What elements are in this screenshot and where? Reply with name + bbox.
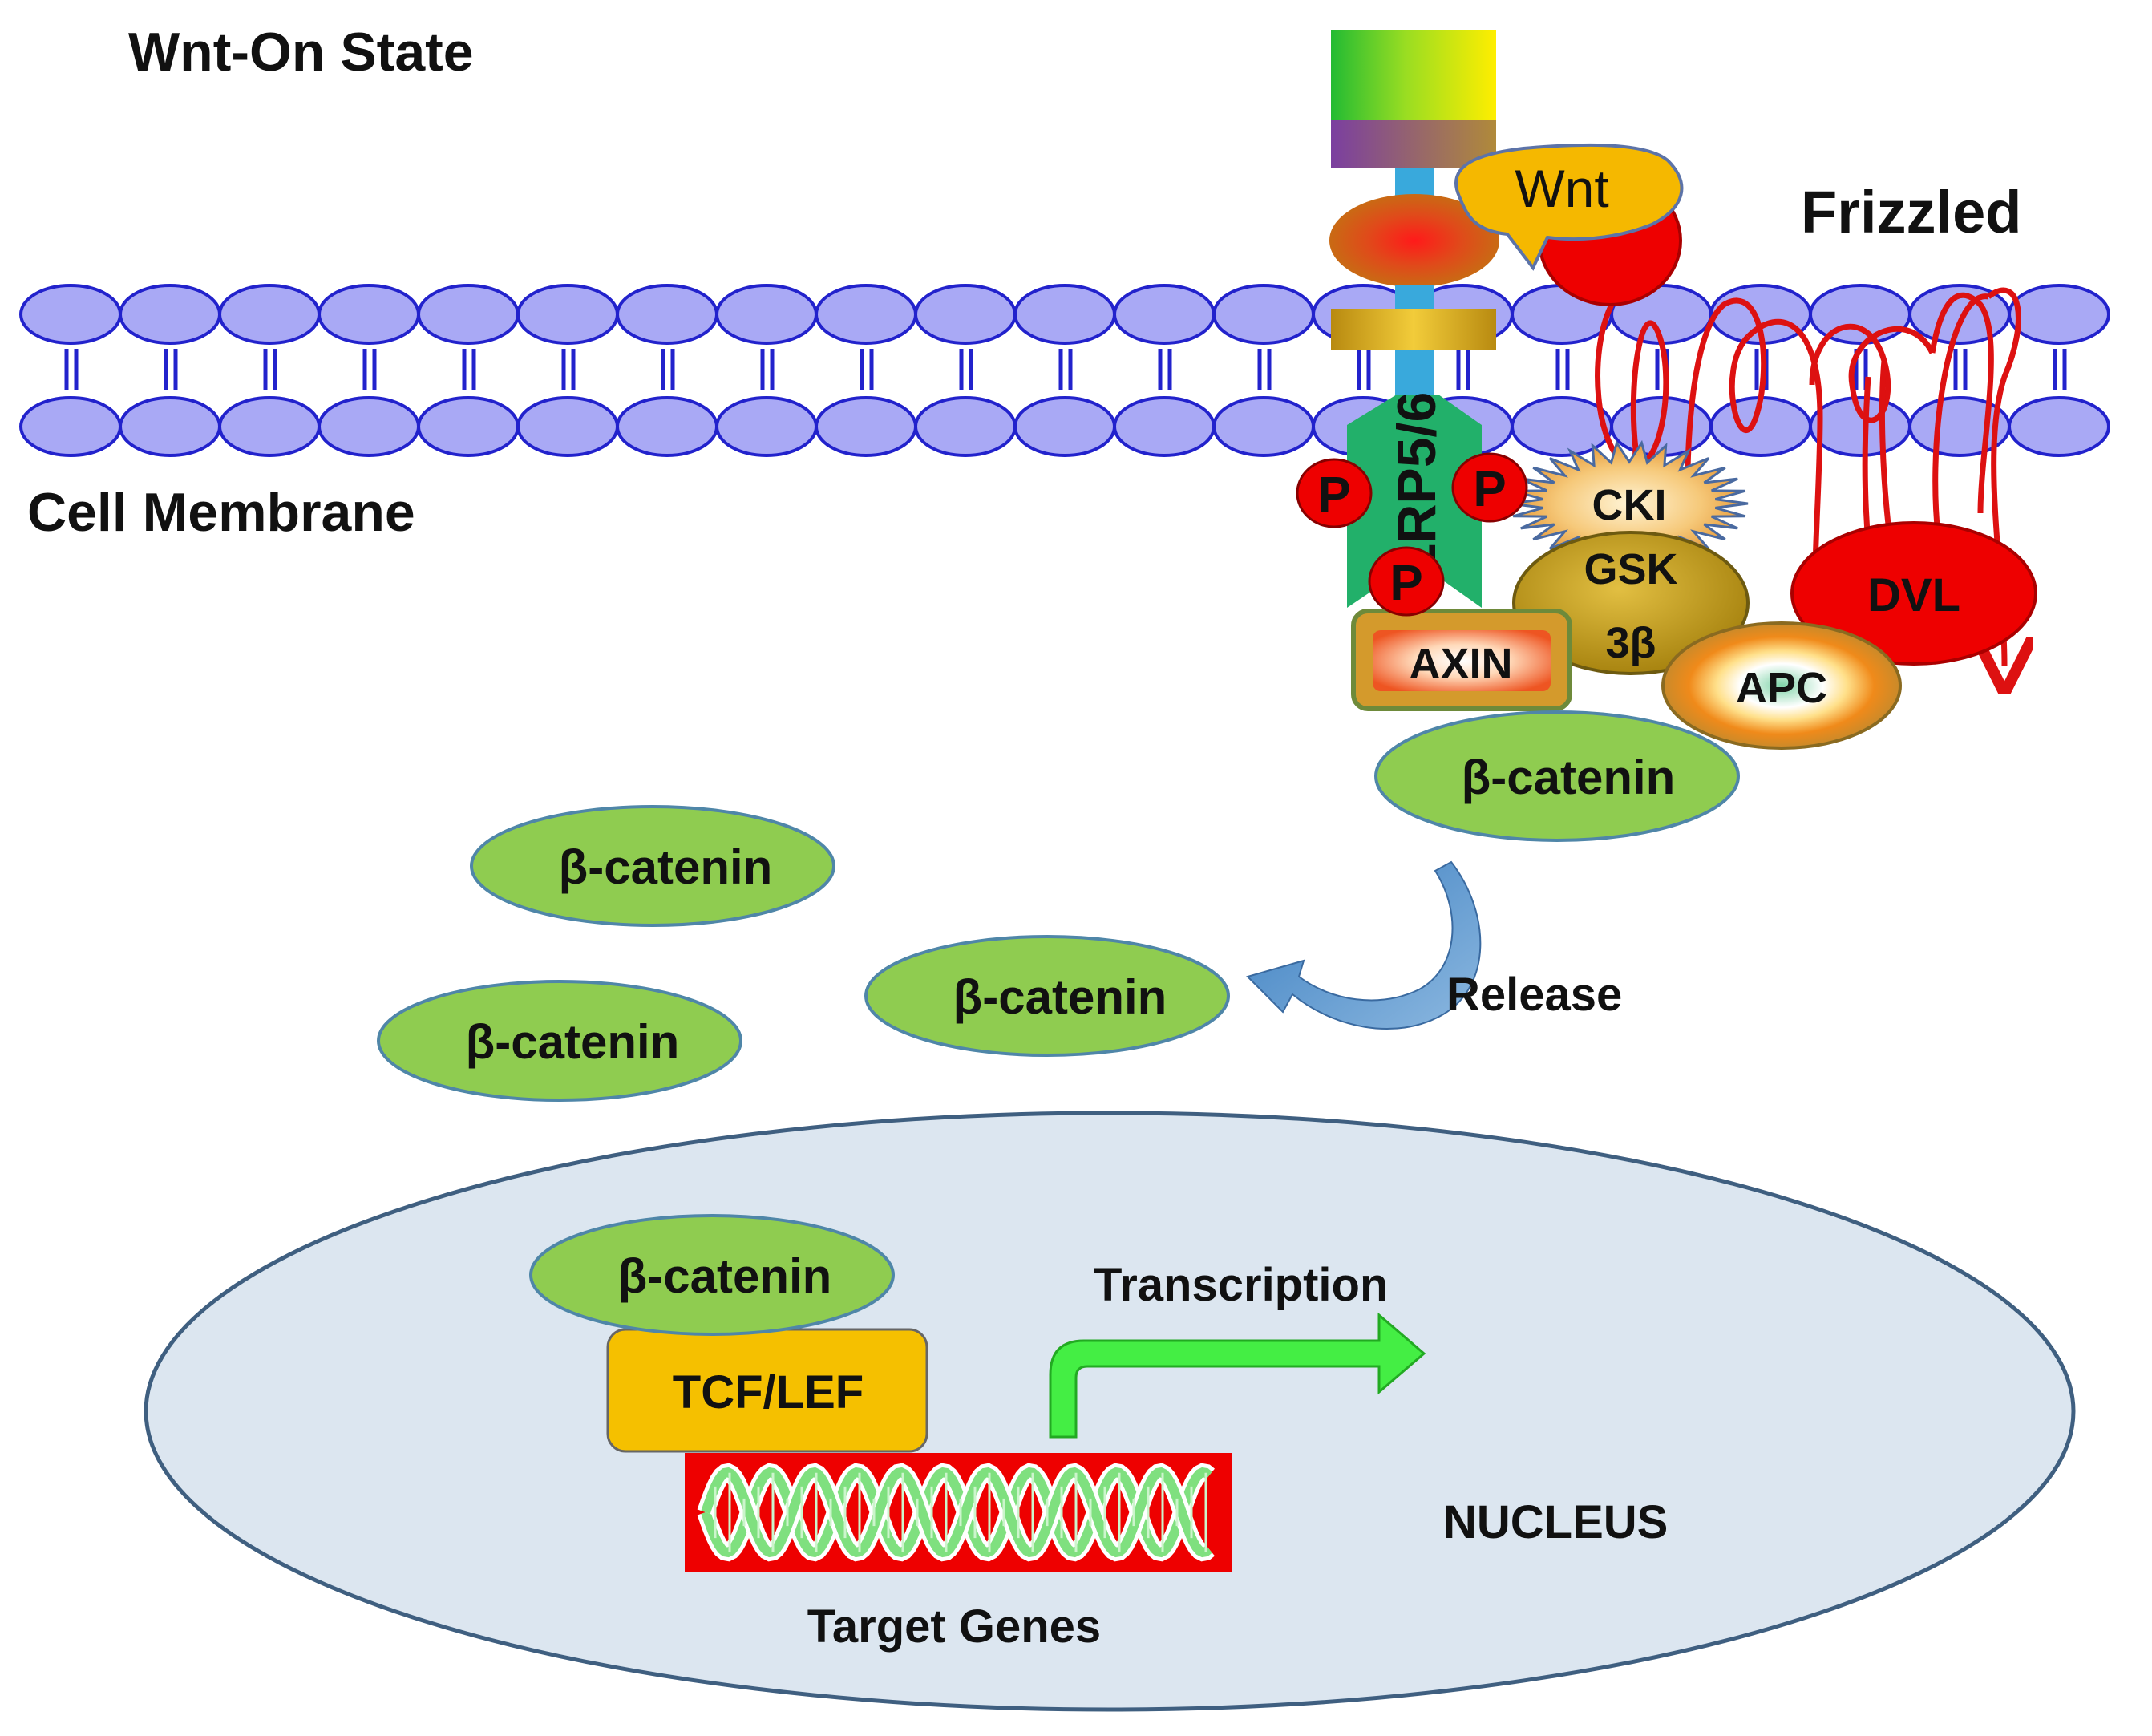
lipid-head (218, 396, 321, 457)
lipid-head (218, 284, 321, 345)
svg-text:β-catenin: β-catenin (466, 1015, 680, 1069)
lipid-head (1013, 284, 1116, 345)
svg-text:β-catenin: β-catenin (559, 840, 773, 894)
beta-catenin-free-2: β-catenin (864, 935, 1230, 1057)
cki-label: CKI (1592, 481, 1667, 529)
lipid-head (1013, 396, 1116, 457)
frizzled-label: Frizzled (1801, 179, 2021, 245)
lrp-coreceptor: LRP5/6 (1329, 30, 1499, 608)
beta-catenin-free-3: β-catenin (377, 980, 742, 1102)
lipid-head (1809, 284, 1911, 345)
axin-label: AXIN (1409, 640, 1512, 688)
lipid-head (815, 396, 917, 457)
svg-text:P: P (1389, 556, 1422, 611)
lipid-head (1113, 284, 1216, 345)
lipid-head (616, 284, 718, 345)
diagram-title: Wnt-On State (128, 22, 474, 83)
dna-strand (701, 1467, 1212, 1558)
beta-catenin-free-1: β-catenin (470, 805, 835, 927)
lipid-head (715, 284, 818, 345)
wnt-label: Wnt (1515, 159, 1608, 218)
lipid-head (914, 284, 1017, 345)
gsk-label-line2: 3β (1606, 619, 1656, 667)
lipid-head (516, 396, 619, 457)
axin-protein: AXIN (1351, 609, 1572, 711)
lipid-head (2008, 284, 2110, 345)
lipid-head (1113, 396, 1216, 457)
release-arrow (1246, 860, 1482, 1030)
lipid-head (1809, 396, 1911, 457)
phospho-group-bottom: P (1368, 546, 1445, 617)
lipid-head (1511, 396, 1613, 457)
lipid-head (2008, 396, 2110, 457)
target-genes-dna (685, 1453, 1232, 1572)
svg-text:β-catenin: β-catenin (618, 1249, 832, 1303)
membrane-label: Cell Membrane (27, 482, 415, 543)
cki-kinase: CKI (1510, 439, 1749, 568)
lipid-head (119, 396, 221, 457)
lipid-head (19, 284, 122, 345)
lipid-head (715, 396, 818, 457)
nucleus-label: NUCLEUS (1443, 1496, 1668, 1548)
release-label: Release (1446, 969, 1622, 1021)
transcription-label: Transcription (1094, 1259, 1388, 1311)
cell-membrane-bilayer (19, 284, 2110, 457)
gsk-label-line1: GSK (1584, 545, 1677, 593)
svg-text:P: P (1473, 462, 1506, 517)
apc-label: APC (1736, 664, 1827, 712)
lipid-head (119, 284, 221, 345)
lipid-head (1212, 284, 1315, 345)
dvl-protein: DVL (1790, 521, 2037, 666)
lipid-head (318, 284, 420, 345)
dna-double-helix (697, 1463, 1216, 1562)
lipid-head (19, 396, 122, 457)
lipid-head (318, 396, 420, 457)
tcf-lef-factor: TCF/LEF (606, 1328, 928, 1453)
lipid-head (417, 284, 520, 345)
lipid-head (1212, 396, 1315, 457)
tcf-label: TCF/LEF (673, 1366, 864, 1418)
target-genes-label: Target Genes (807, 1600, 1101, 1653)
lipid-head (516, 284, 619, 345)
lipid-head (616, 396, 718, 457)
apc-protein: APC (1661, 621, 1902, 750)
phospho-group-left: P (1296, 458, 1373, 528)
beta-catenin-nuclear: β-catenin (529, 1214, 895, 1336)
transcription-arrow (1049, 1312, 1426, 1439)
svg-text:β-catenin: β-catenin (953, 970, 1167, 1024)
phospho-group-right: P (1451, 452, 1528, 523)
wnt-ligand: Wnt (1454, 143, 1684, 271)
svg-text:β-catenin: β-catenin (1462, 751, 1676, 804)
lipid-head (815, 284, 917, 345)
lipid-head (417, 396, 520, 457)
svg-text:P: P (1317, 467, 1350, 523)
beta-catenin-bound: β-catenin (1374, 710, 1740, 842)
nucleus (144, 1111, 2076, 1712)
lrp-label: LRP5/6 (1386, 392, 1447, 577)
lipid-head (914, 396, 1017, 457)
dvl-label: DVL (1867, 569, 1960, 621)
